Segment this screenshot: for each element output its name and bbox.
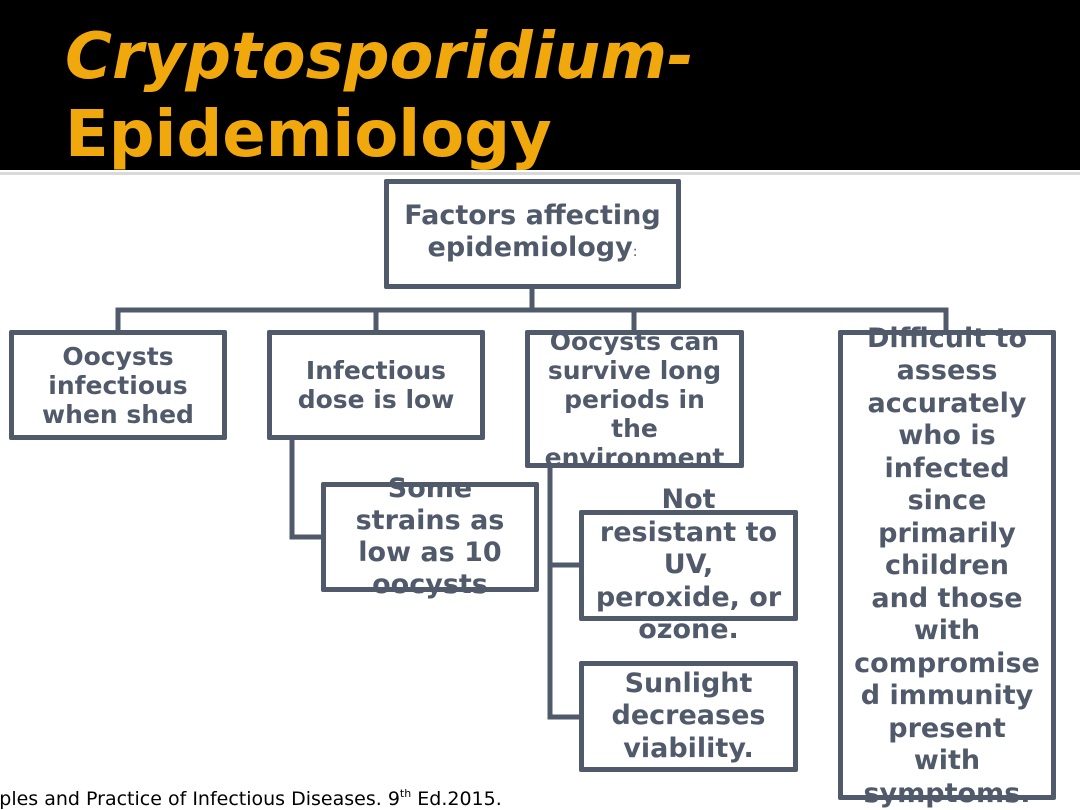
sub-label: Some strains as low as 10 oocysts [355, 473, 505, 600]
factor-box-oocysts-infectious: Oocysts infectious when shed [9, 330, 227, 440]
root-label: Factors affecting epidemiology [404, 200, 661, 263]
connector-env-subs [547, 463, 584, 720]
citation-superscript: th [399, 787, 412, 800]
factor-label: Oocysts can survive long periods in the … [544, 326, 725, 472]
sub-box-sunlight: Sunlight decreases viability. [579, 661, 798, 772]
sub-label: Sunlight decreases viability. [611, 667, 766, 764]
slide-title-line-2: Epidemiology [65, 98, 552, 172]
root-label-suffix: : [632, 244, 638, 260]
connector-dose-sub [289, 435, 326, 540]
factor-box-difficult-to-assess: Difficult to assess accurately who is in… [838, 323, 1056, 809]
root-box: Factors affecting epidemiology: [384, 179, 681, 289]
citation-text-end: Ed.2015. [411, 788, 502, 810]
sub-label: Not resistant to UV, peroxide, or ozone. [595, 484, 782, 646]
sub-box-low-strains: Some strains as low as 10 oocysts [321, 473, 539, 600]
title-divider [0, 172, 1080, 175]
slide-title-line-1: Cryptosporidium- [65, 20, 694, 94]
slide-title: Cryptosporidium- Epidemiology [65, 18, 1065, 174]
title-bar [0, 0, 1080, 170]
factor-box-survive-environment: Oocysts can survive long periods in the … [525, 327, 744, 472]
factor-label: Difficult to assess accurately who is in… [854, 322, 1040, 809]
factor-label: Infectious dose is low [297, 356, 455, 414]
sub-box-not-resistant: Not resistant to UV, peroxide, or ozone. [579, 484, 798, 645]
factor-label: Oocysts infectious when shed [42, 341, 194, 429]
citation-text: iples and Practice of Infectious Disease… [0, 788, 400, 810]
citation-footer: iples and Practice of Infectious Disease… [0, 787, 502, 810]
factor-box-infectious-dose: Infectious dose is low [267, 330, 485, 440]
